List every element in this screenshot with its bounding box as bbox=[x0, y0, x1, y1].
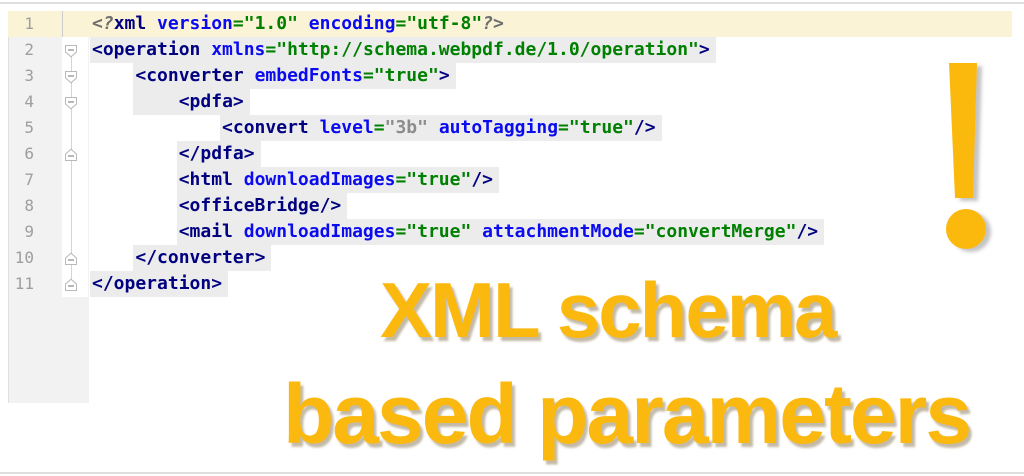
line-number: 1 bbox=[24, 14, 34, 33]
syntax-token: <mail bbox=[178, 221, 233, 242]
code-text: <pdfa> bbox=[133, 89, 250, 115]
syntax-token: ="http://schema.webpdf.de/1.0/operation" bbox=[265, 39, 699, 60]
code-line[interactable]: <operation xmlns="http://schema.webpdf.d… bbox=[90, 37, 716, 63]
syntax-token: ="1.0" bbox=[232, 13, 298, 34]
syntax-token: ="utf-8" bbox=[395, 13, 483, 34]
code-editor: 1 2 3 4 5 6 7 8 9 10 11 <?xml version="1.0" encodi… bbox=[8, 11, 1012, 403]
code-line[interactable]: <convert level="3b" autoTagging="true"/> bbox=[92, 115, 662, 141]
code-line[interactable]: </operation> bbox=[90, 271, 229, 297]
fold-start-icon[interactable] bbox=[64, 43, 78, 58]
code-text: <converter embedFonts="true"> bbox=[133, 63, 456, 89]
syntax-token: ="convertMerge" bbox=[633, 221, 797, 242]
syntax-token: </converter> bbox=[135, 247, 266, 268]
line-number: 9 bbox=[24, 222, 34, 241]
line-number: 3 bbox=[24, 66, 34, 85]
code-text: <mail downloadImages="true" attachmentMo… bbox=[176, 219, 825, 245]
syntax-token: encoding bbox=[297, 13, 396, 34]
code-text: <operation xmlns="http://schema.webpdf.d… bbox=[90, 37, 716, 63]
syntax-token: attachmentMode bbox=[471, 221, 634, 242]
code-line[interactable]: <officeBridge/> bbox=[92, 193, 348, 219]
line-number: 2 bbox=[24, 40, 34, 59]
syntax-token: > bbox=[698, 39, 710, 60]
syntax-token: autoTagging bbox=[427, 117, 559, 138]
code-line[interactable]: <mail downloadImages="true" attachmentMo… bbox=[92, 219, 825, 245]
syntax-token: /> bbox=[796, 221, 819, 242]
line-number: 7 bbox=[24, 170, 34, 189]
syntax-token: ="true" bbox=[395, 221, 472, 242]
syntax-token: > bbox=[438, 65, 450, 86]
code-line[interactable]: </converter> bbox=[92, 245, 272, 271]
headline-line-2: based parameters bbox=[283, 367, 972, 461]
fold-start-icon[interactable] bbox=[64, 95, 78, 110]
syntax-token: ="true" bbox=[395, 169, 472, 190]
exclamation-mark-icon bbox=[946, 63, 986, 249]
fold-start-icon[interactable] bbox=[64, 69, 78, 84]
active-line-highlight bbox=[8, 11, 1012, 37]
syntax-token: <pdfa> bbox=[178, 91, 244, 112]
syntax-token: "3b" bbox=[384, 117, 428, 138]
syntax-token: ?> bbox=[482, 13, 504, 34]
syntax-token: = bbox=[373, 117, 385, 138]
code-line[interactable]: <html downloadImages="true"/> bbox=[92, 167, 499, 193]
syntax-token: ="true" bbox=[362, 65, 439, 86]
line-number: 5 bbox=[24, 118, 34, 137]
code-text: </converter> bbox=[133, 245, 272, 271]
fold-end-icon[interactable] bbox=[64, 277, 78, 291]
line-number: 8 bbox=[24, 196, 34, 215]
code-line[interactable]: <?xml version="1.0" encoding="utf-8"?> bbox=[92, 11, 504, 37]
syntax-token: <officeBridge/> bbox=[178, 195, 342, 216]
fold-end-icon[interactable] bbox=[64, 251, 78, 265]
fold-end-icon[interactable] bbox=[64, 147, 78, 161]
line-number: 10 bbox=[14, 248, 34, 267]
code-line[interactable]: <pdfa> bbox=[92, 89, 250, 115]
syntax-token: <html bbox=[178, 169, 233, 190]
syntax-token: embedFonts bbox=[243, 65, 363, 86]
line-number: 11 bbox=[14, 274, 34, 293]
syntax-token: <? bbox=[92, 13, 114, 34]
syntax-token: <convert bbox=[222, 117, 309, 138]
code-text: <officeBridge/> bbox=[176, 193, 348, 219]
syntax-token: ="true" bbox=[558, 117, 634, 138]
code-text: </pdfa> bbox=[176, 141, 261, 167]
fold-column bbox=[62, 37, 88, 297]
syntax-token: downloadImages bbox=[232, 169, 396, 190]
code-text: <?xml version="1.0" encoding="utf-8"?> bbox=[92, 13, 504, 34]
code-line[interactable]: </pdfa> bbox=[92, 141, 261, 167]
fold-connector-line bbox=[71, 50, 72, 284]
code-text: </operation> bbox=[90, 271, 229, 297]
syntax-token: /> bbox=[471, 169, 493, 190]
syntax-token: downloadImages bbox=[232, 221, 396, 242]
gutter-separator bbox=[62, 11, 63, 37]
code-text: <convert level="3b" autoTagging="true"/> bbox=[220, 115, 662, 141]
syntax-token: /> bbox=[633, 117, 656, 138]
line-number: 6 bbox=[24, 144, 34, 163]
syntax-token: </operation> bbox=[92, 273, 223, 294]
syntax-token: xml bbox=[113, 13, 147, 34]
syntax-token: <converter bbox=[135, 65, 244, 86]
syntax-token: <operation bbox=[92, 39, 201, 60]
syntax-token: xmlns bbox=[200, 39, 266, 60]
code-text: <html downloadImages="true"/> bbox=[176, 167, 499, 193]
bottom-divider bbox=[0, 472, 1024, 474]
syntax-token: version bbox=[146, 13, 233, 34]
code-line[interactable]: <converter embedFonts="true"> bbox=[92, 63, 456, 89]
line-number: 4 bbox=[24, 92, 34, 111]
top-divider bbox=[0, 2, 1024, 4]
headline-line-1: XML schema bbox=[380, 266, 837, 354]
syntax-token: </pdfa> bbox=[178, 143, 255, 164]
syntax-token: level bbox=[308, 117, 374, 138]
